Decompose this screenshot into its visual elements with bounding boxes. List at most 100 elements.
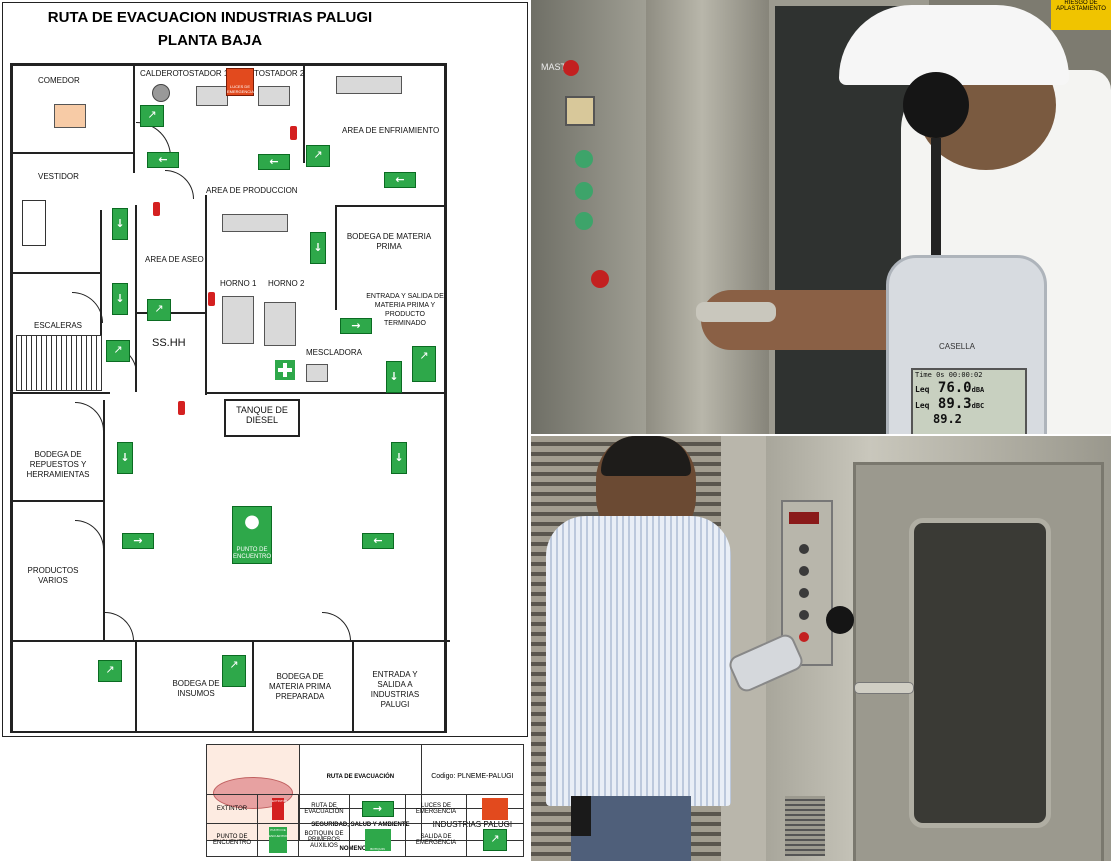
toaster-2	[258, 86, 290, 106]
emergency-exit-icon	[98, 660, 122, 682]
wall-repuestos-right	[103, 400, 105, 640]
legend-luces-icon-cell	[466, 794, 524, 824]
legend-salida-icon-cell	[466, 822, 524, 858]
meter-reading-3: 89.2	[933, 412, 962, 426]
wall-comedor-right	[133, 63, 135, 173]
oven-panel-text: MASTER	[541, 62, 579, 72]
wall-insumos-left	[135, 640, 137, 732]
timer-dial	[565, 96, 595, 126]
wall-aseo-left	[135, 205, 137, 315]
label-area-produccion: AREA DE PRODUCCION	[206, 186, 298, 195]
label-comedor: COMEDOR	[38, 76, 80, 85]
oven-knob	[799, 566, 809, 576]
label-horno2: HORNO 2	[268, 279, 305, 288]
meeting-point-sign: ● PUNTO DE ENCUENTRO	[232, 506, 272, 564]
label-tostador2: TOSTADOR 2	[254, 69, 305, 78]
evac-arrow-left-icon	[384, 172, 416, 188]
label-escaleras: ESCALERAS	[34, 321, 83, 330]
legend-luces-label: LUCES DE EMERGENCIA	[405, 794, 467, 824]
botiquin-icon-text: BOTIQUIN	[370, 846, 385, 851]
wall-aseo-right	[205, 195, 207, 395]
label-entrada-salida-mp: ENTRADA Y SALIDA DE MATERIA PRIMA Y PROD…	[366, 293, 444, 327]
people-icon: ●	[244, 511, 260, 532]
wall-mid-left	[10, 392, 110, 394]
emergency-light-icon: LUCES DE EMERGENCIA	[226, 68, 254, 96]
evac-arrow-down-icon	[310, 232, 326, 264]
emergency-exit-icon	[483, 828, 507, 851]
emergency-exit-icon	[147, 299, 171, 321]
label-tostador1: TOSTADOR 1	[178, 69, 229, 78]
warning-label: RIESGO DE APLASTAMIENTO	[1051, 0, 1111, 30]
meter-display: Time 0s 00:00:02 Leq 76.0dBA Leq 89.3dBC…	[911, 368, 1027, 434]
emergency-light-icon	[482, 797, 508, 820]
legend-extintor-label: EXTINTOR	[206, 794, 258, 824]
red-button	[563, 60, 579, 76]
meter-time: Time 0s 00:00:02	[915, 371, 983, 379]
oven-door-frame	[646, 0, 786, 434]
meter-brand: CASELLA	[939, 342, 976, 351]
fire-extinguisher-icon	[153, 202, 160, 216]
label-horno1: HORNO 1	[220, 279, 257, 288]
worker-cap	[839, 5, 1069, 85]
wall-bodega-top	[335, 205, 445, 207]
first-aid-icon	[275, 360, 295, 380]
wall-mp-right	[352, 640, 354, 732]
legend-botiquin-label: BOTIQUIN DE PRIMEROS AUXILIOS	[298, 822, 350, 858]
oven-stop-button	[799, 632, 809, 642]
label-vestidor: VESTIDOR	[38, 172, 79, 181]
label-area-aseo: AREA DE ASEO	[145, 255, 204, 264]
plan-subtitle: PLANTA BAJA	[157, 32, 263, 49]
label-entrada-salida-palugi: ENTRADA Y SALIDA A INDUSTRIAS PALUGI	[370, 670, 420, 709]
oven-handle	[696, 302, 776, 322]
label-tanque: TANQUE DE DIESEL	[236, 405, 288, 425]
label-area-enfriamiento: AREA DE ENFRIAMIENTO	[342, 126, 440, 135]
wall-top	[10, 63, 444, 66]
worker-striped-shirt	[546, 516, 731, 806]
worker-hair	[601, 436, 691, 476]
evac-arrow-down-icon	[386, 361, 402, 393]
label-bodega-mp-preparada: BODEGA DE MATERIA PRIMA PREPARADA	[268, 672, 332, 701]
microphone-windscreen	[903, 72, 969, 138]
oven-digital-display	[789, 512, 819, 524]
photo-noise-measurement-oven-2	[531, 436, 1111, 861]
boiler-symbol	[152, 84, 170, 102]
wall-vestidor-right	[100, 210, 102, 390]
wall-left	[10, 63, 13, 733]
evac-arrow-right-icon	[361, 800, 394, 817]
wall-enfriamiento-left	[303, 63, 305, 163]
meter-reading-2-value: 89.3	[937, 396, 972, 412]
label-sshh: SS.HH	[152, 337, 186, 349]
cooling-rack	[336, 76, 402, 94]
fire-extinguisher-icon	[178, 401, 185, 415]
label-bodega-insumos: BODEGA DE INSUMOS	[172, 679, 220, 698]
emergency-exit-icon	[140, 105, 164, 127]
evac-arrow-down-icon	[391, 442, 407, 474]
extintor-icon-text: EXTINTOR	[272, 798, 288, 803]
meter-reading-2: Leq 89.3dBC	[913, 396, 1025, 412]
meter-reading-2-label: Leq	[915, 401, 930, 410]
fire-extinguisher-icon	[208, 292, 215, 306]
green-button	[575, 212, 593, 230]
evac-arrow-down-icon	[112, 283, 128, 315]
wall-insumos-right	[252, 640, 254, 732]
meter-reading-1-unit: dBA	[971, 386, 985, 394]
red-button	[591, 270, 609, 288]
punto-icon-text: PUNTO DE ENCUENTRO	[269, 827, 289, 838]
legend-punto-label: PUNTO DE ENCUENTRO	[206, 822, 258, 858]
evac-arrow-down-icon	[117, 442, 133, 474]
plan-title: RUTA DE EVACUACION INDUSTRIAS PALUGI	[47, 9, 373, 26]
legend-ruta-icon-cell	[349, 794, 406, 824]
wall-right	[444, 63, 447, 733]
fire-extinguisher-icon: EXTINTOR	[272, 797, 288, 820]
oven-knob	[799, 610, 809, 620]
legend-punto-icon-cell: PUNTO DE ENCUENTRO	[257, 822, 299, 858]
worker-radio	[571, 796, 591, 836]
legend-botiquin-icon-cell: BOTIQUIN	[349, 822, 406, 858]
wall-vestidor-bottom	[10, 272, 102, 274]
oven-handle	[854, 682, 914, 694]
meeting-point-text: PUNTO DE ENCUENTRO	[233, 547, 272, 560]
oven-knob	[799, 544, 809, 554]
plan-frame	[2, 2, 528, 737]
legend-symbols-table: EXTINTOR EXTINTOR RUTA DE EVACUACIÓN LUC…	[206, 794, 524, 858]
evacuation-floor-plan: RUTA DE EVACUACION INDUSTRIAS PALUGI PLA…	[0, 0, 530, 861]
